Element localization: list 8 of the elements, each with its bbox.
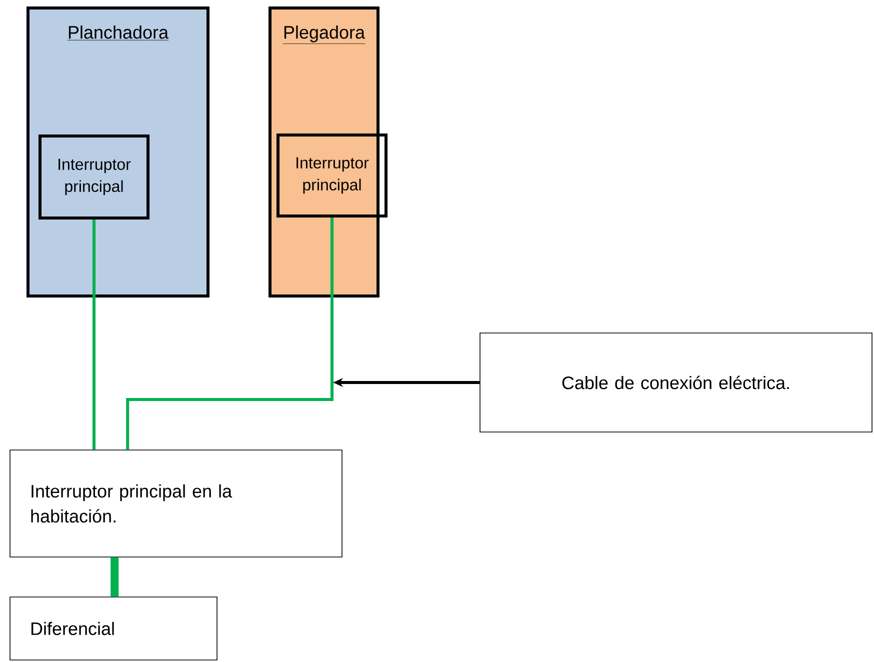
cable-line xyxy=(126,218,334,450)
switch-box: Interruptor principal xyxy=(38,134,150,220)
breaker-box: Diferencial xyxy=(10,596,218,660)
cable-line xyxy=(110,557,119,597)
note-box: Cable de conexión eléctrica. xyxy=(480,332,872,432)
switch-box: Interruptor principal en la habitación. xyxy=(10,450,342,558)
cable-line xyxy=(92,220,96,450)
switch-box: Interruptor principal xyxy=(276,134,388,218)
